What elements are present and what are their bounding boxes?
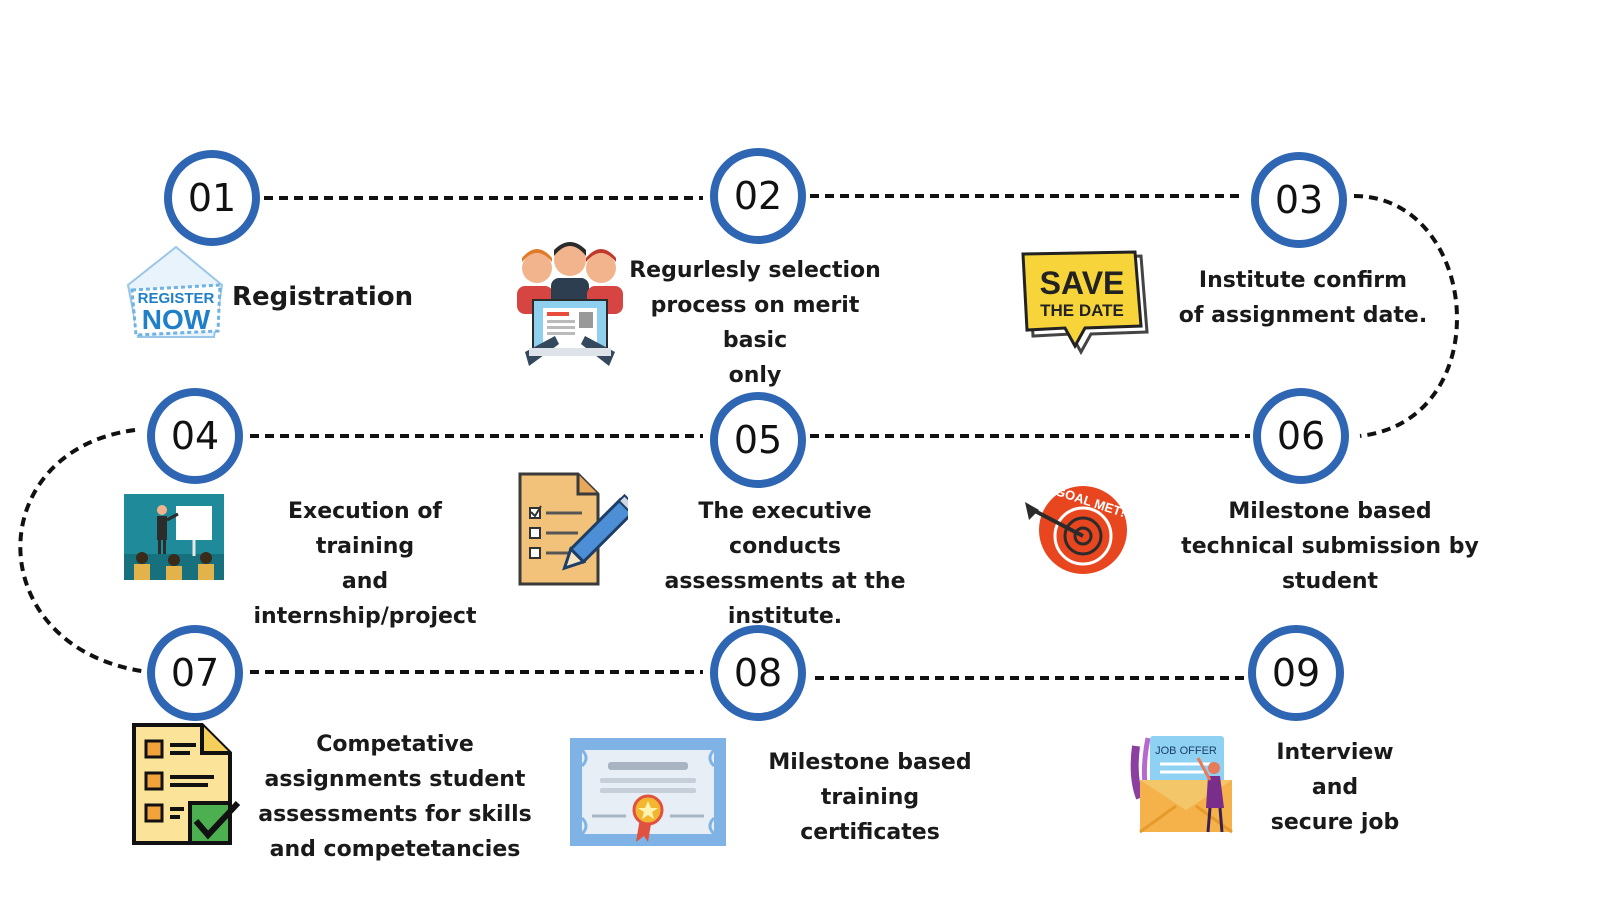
step-03-number: 03 (1274, 178, 1324, 222)
step-01-number: 01 (187, 176, 237, 220)
register-now-badge-icon: REGISTER NOW (126, 245, 224, 338)
register-word: REGISTER (138, 290, 215, 307)
step-04-number: 04 (170, 414, 220, 458)
step-02-number: 02 (733, 174, 783, 218)
step-06-circle: 06 (1253, 388, 1349, 484)
assignment-checklist-icon (132, 723, 241, 845)
goal-met-target-icon: GOAL MET! (1025, 483, 1127, 574)
step-03-circle: 03 (1251, 152, 1347, 248)
step-04-circle: 04 (147, 388, 243, 484)
selection-team-icon (517, 242, 623, 366)
step-08-number: 08 (733, 651, 783, 695)
step-06-number: 06 (1276, 414, 1326, 458)
assessment-checklist-icon (518, 472, 628, 586)
step-07-number: 07 (170, 651, 220, 695)
step-01-label: Registration (232, 282, 414, 312)
step-09-circle: 09 (1248, 625, 1344, 721)
step-01-circle: 01 (164, 150, 260, 246)
now-word: NOW (142, 304, 211, 335)
save-word: SAVE (1040, 265, 1125, 301)
training-presentation-icon (124, 494, 224, 580)
job-offer-word: JOB OFFER (1155, 745, 1217, 757)
step-08-circle: 08 (710, 625, 806, 721)
the-date-word: THE DATE (1040, 301, 1124, 320)
job-offer-icon: JOB OFFER (1130, 736, 1233, 834)
save-the-date-icon: SAVE THE DATE (1021, 250, 1149, 356)
step-07-circle: 07 (147, 625, 243, 721)
step-05-circle: 05 (710, 392, 806, 488)
connector-03-06 (1353, 194, 1459, 438)
step-05-number: 05 (733, 418, 783, 462)
step-09-number: 09 (1271, 651, 1321, 695)
certificate-icon (570, 738, 726, 846)
connector-04-07 (18, 428, 149, 674)
step-02-circle: 02 (710, 148, 806, 244)
